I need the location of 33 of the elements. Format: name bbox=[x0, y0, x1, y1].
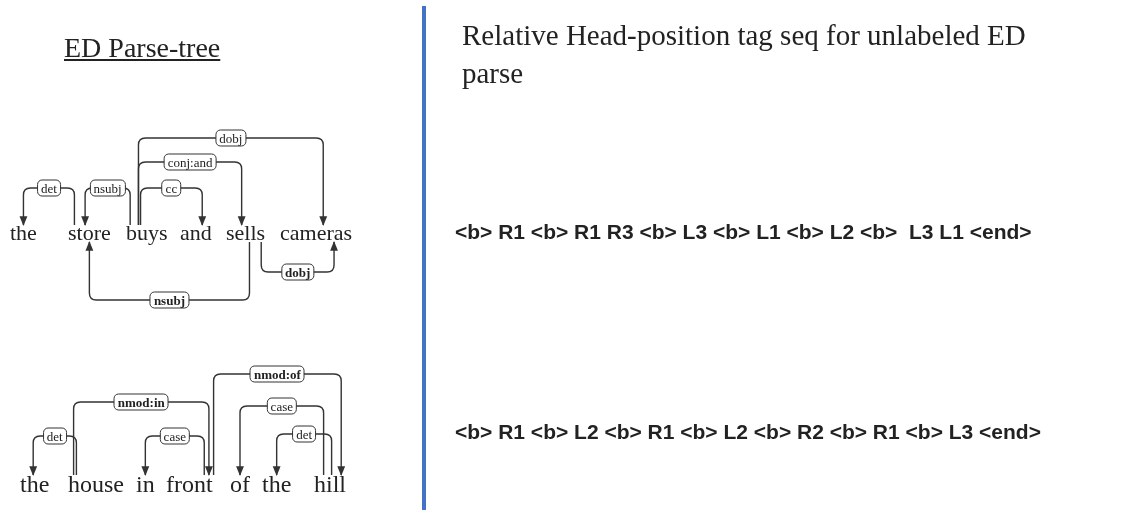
word: the bbox=[10, 222, 37, 244]
word: in bbox=[136, 472, 155, 496]
word: the bbox=[20, 472, 50, 496]
word: of bbox=[230, 472, 250, 496]
word: buys bbox=[126, 222, 168, 244]
edge-label: case bbox=[159, 427, 190, 445]
edge-label: nmod:of bbox=[249, 365, 305, 383]
diagram-title: ED Parse-tree bbox=[64, 34, 221, 62]
word: and bbox=[180, 222, 212, 244]
word: cameras bbox=[280, 222, 353, 244]
word: the bbox=[262, 472, 292, 496]
edge-label: dobj bbox=[281, 263, 315, 281]
edge-label: dobj bbox=[215, 129, 247, 147]
edge-label: det bbox=[292, 425, 317, 443]
word: store bbox=[68, 222, 111, 244]
word: house bbox=[68, 472, 124, 496]
edge-label: cc bbox=[161, 179, 182, 197]
edge-label: det bbox=[37, 179, 61, 197]
tag-sequence: <b> R1 <b> L2 <b> R1 <b> L2 <b> R2 <b> R1 <b> L3 <end> bbox=[455, 419, 1042, 445]
word: hill bbox=[314, 472, 346, 496]
edge-label: conj:and bbox=[163, 153, 217, 171]
edge-label: nsubj bbox=[149, 291, 189, 309]
word: front bbox=[166, 472, 213, 496]
edge-label: nmod:in bbox=[113, 393, 169, 411]
dependency-arrow bbox=[29, 435, 78, 476]
word: sells bbox=[226, 222, 266, 244]
tag-sequence: <b> R1 <b> R1 R3 <b> L3 <b> L1 <b> L2 <b> L3 L1 <end> bbox=[455, 219, 1033, 245]
edge-label: case bbox=[266, 397, 297, 415]
heading: Relative Head-position tag seq for unlabeled ED parse bbox=[462, 18, 1027, 91]
dependency-arrow bbox=[137, 137, 328, 226]
dependency-arrow bbox=[139, 187, 207, 226]
edge-label: det bbox=[42, 427, 67, 445]
edge-label: nsubj bbox=[89, 179, 126, 197]
